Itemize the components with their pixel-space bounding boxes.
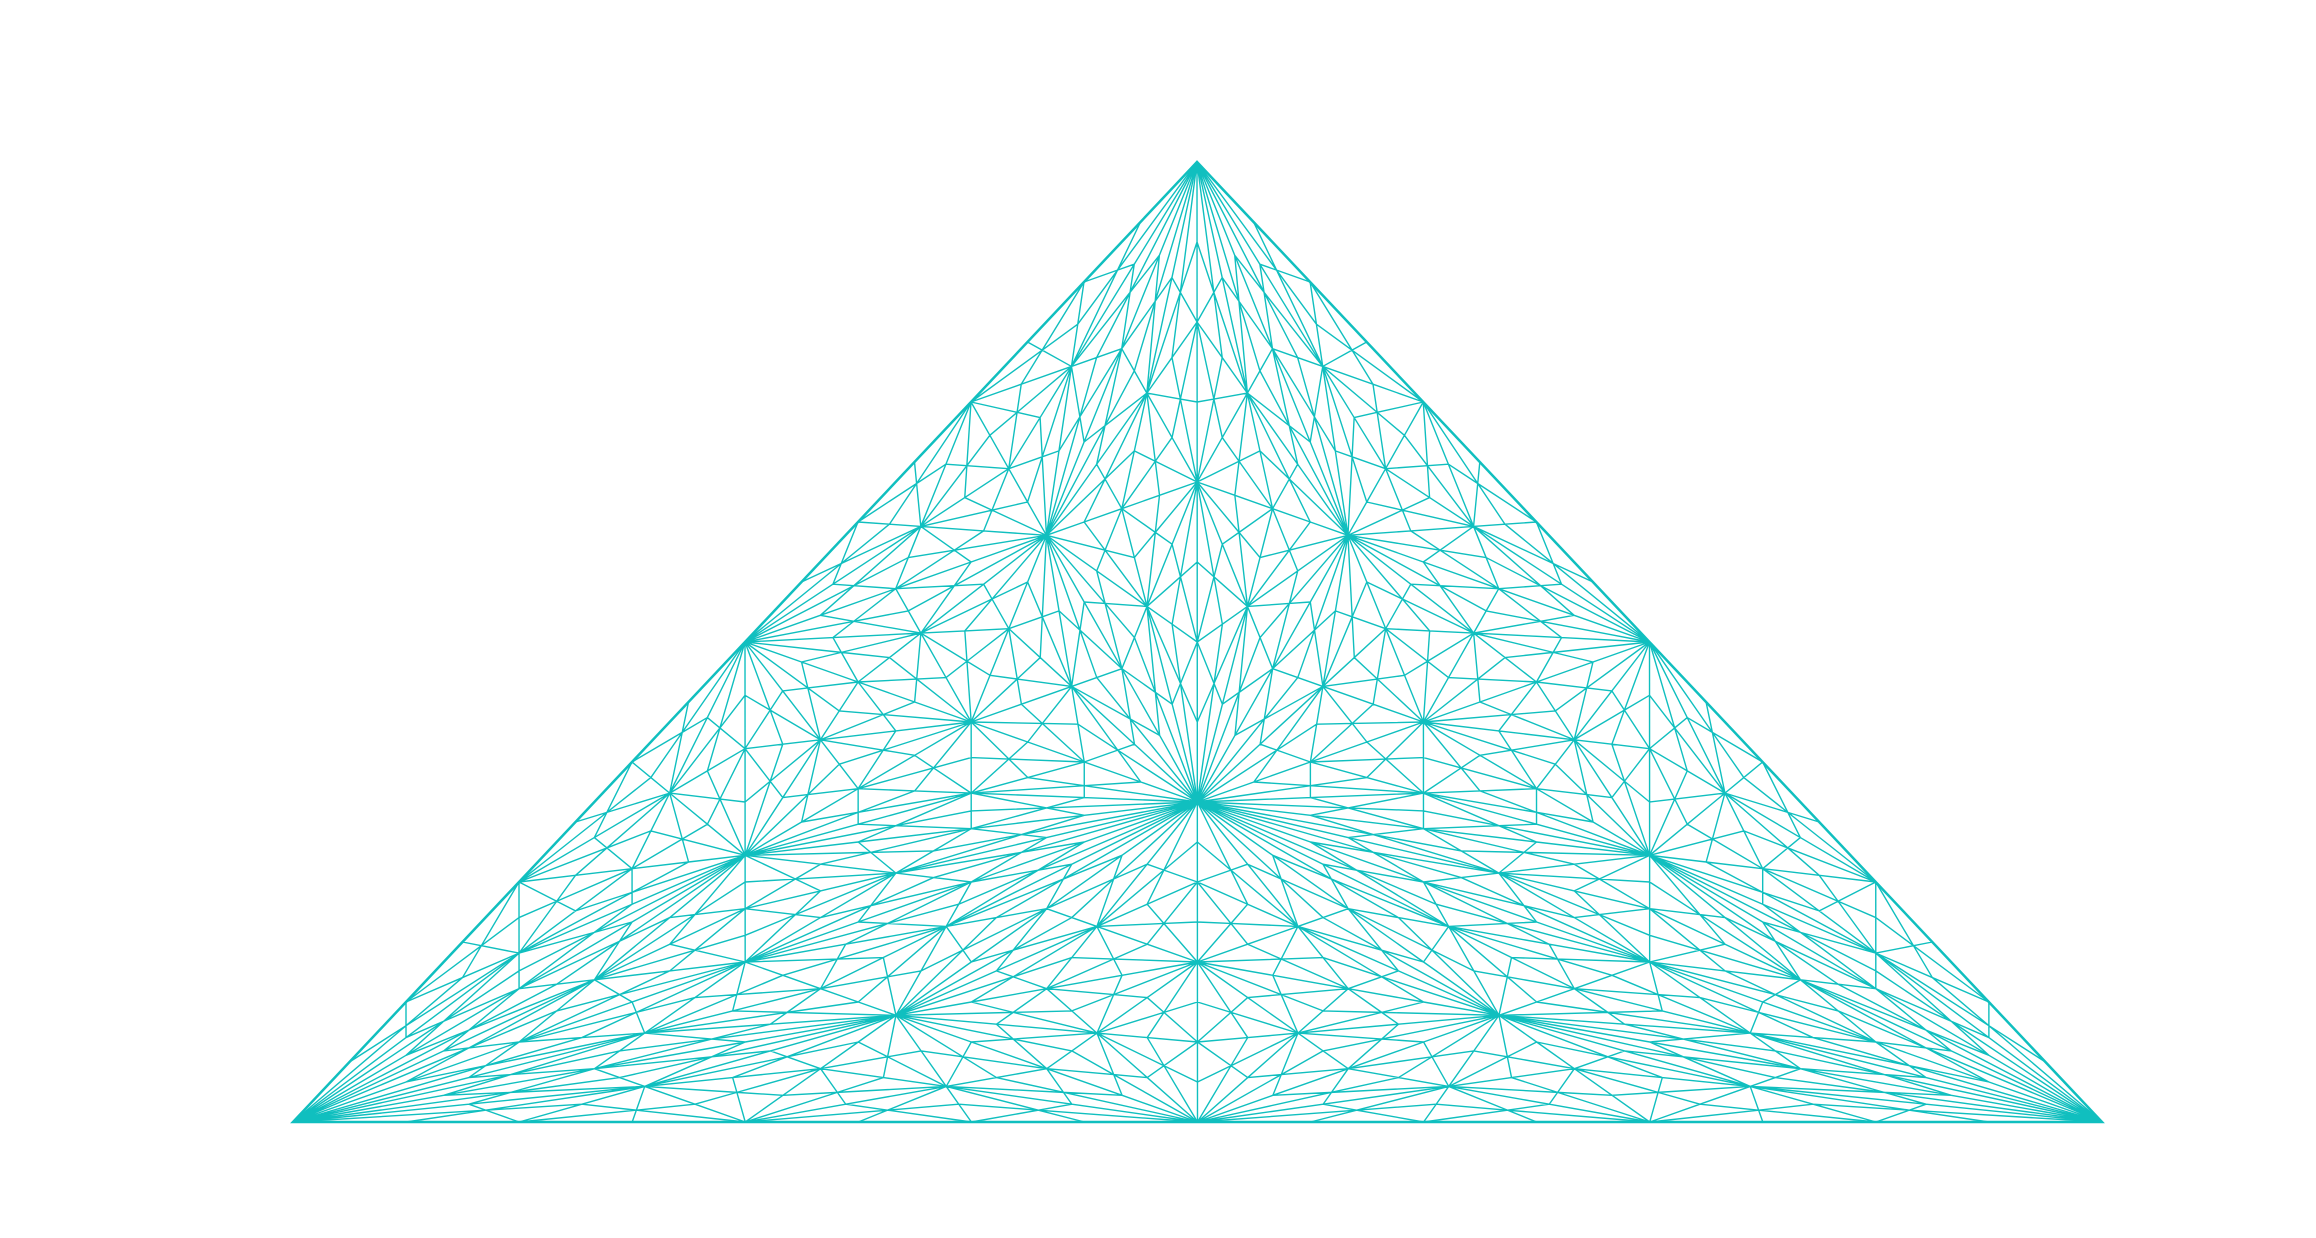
subdivision-edges [292, 161, 2103, 1123]
triangle-outline [290, 160, 2105, 1124]
mesh-lines [290, 160, 2105, 1124]
